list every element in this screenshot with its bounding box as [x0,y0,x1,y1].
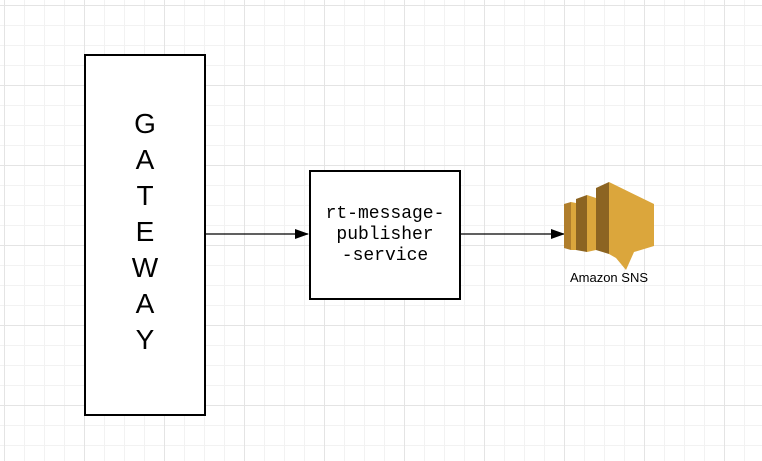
amazon-sns-icon[interactable] [560,180,660,272]
sns-panel-small [571,202,576,250]
sns-panel-mid [587,195,596,252]
sns-panel-small-side [564,202,571,250]
service-label-line: publisher [336,224,434,245]
gateway-letter: A [135,144,155,175]
sns-panel-large [609,182,654,270]
service-label-line: rt-message- [325,203,445,224]
service-label-line: -service [341,245,429,266]
gateway-label: G A T E W A Y [86,106,204,358]
gateway-letter: Y [135,324,155,355]
rt-message-publisher-service-box[interactable]: rt-message- publisher -service [309,170,461,300]
gateway-letter: T [136,180,154,211]
sns-panel-mid-side [576,195,587,252]
gateway-letter: G [134,108,156,139]
amazon-sns-label: Amazon SNS [569,270,649,285]
gateway-letter: A [135,288,155,319]
gateway-box[interactable]: G A T E W A Y [84,54,206,416]
gateway-letter: W [131,252,159,283]
sns-panel-large-side [596,182,609,254]
gateway-letter: E [135,216,155,247]
